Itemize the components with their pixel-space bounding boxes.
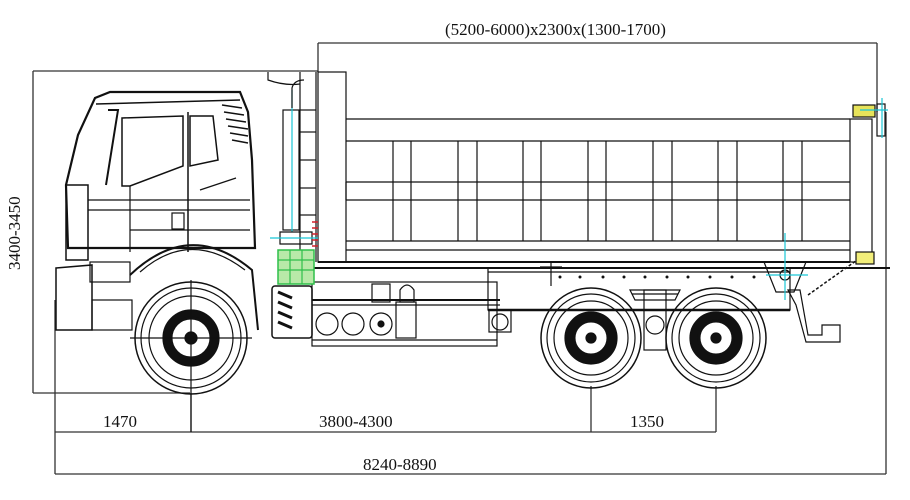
wheelbase-dimension-label: 3800-4300	[319, 412, 393, 431]
rear-suspension	[629, 289, 681, 351]
cargo-box-dimension-label: (5200-6000)x2300x(1300-1700)	[445, 20, 666, 39]
rear-wheel-2	[665, 287, 767, 389]
cargo-box	[317, 71, 873, 263]
rear-wheel-1	[540, 287, 642, 389]
box-ribs	[392, 141, 803, 241]
front-overhang-dimension-label: 1470	[103, 412, 137, 431]
frame-rivets	[558, 275, 756, 279]
red-markers	[312, 221, 318, 247]
dimension-lines	[32, 42, 887, 475]
tailgate-hinge	[852, 98, 888, 138]
air-tank-assembly	[270, 221, 318, 339]
rear-axle-spacing-dimension-label: 1350	[630, 412, 664, 431]
ladder	[267, 72, 317, 262]
underbody-components	[315, 283, 512, 339]
cab-side-grille	[221, 104, 249, 144]
overall-height-dimension-label: 3400-3450	[5, 196, 24, 270]
overall-length-dimension-label: 8240-8890	[363, 455, 437, 474]
front-wheel	[130, 280, 252, 432]
cab	[55, 90, 259, 331]
